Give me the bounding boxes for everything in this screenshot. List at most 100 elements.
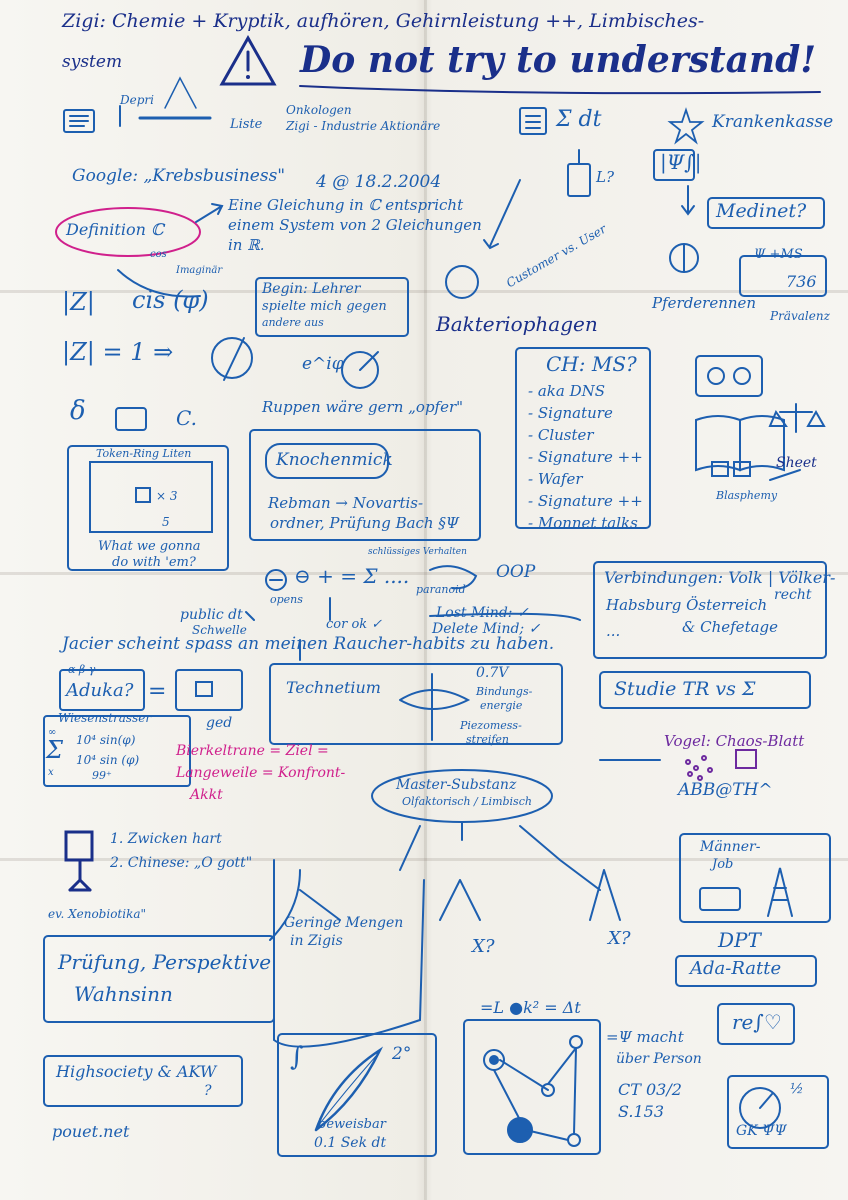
psi-box: [653, 149, 695, 181]
cup-icon: [115, 407, 147, 431]
beweisbar-label: beweisbar: [318, 1117, 386, 1132]
what-line1: What we gonna: [98, 539, 201, 554]
master-line1: Master-Substanz: [396, 777, 517, 793]
rupprecht-label: Ruppen wäre gern „opfer": [262, 398, 464, 416]
c-letter: C.: [176, 406, 197, 430]
psi-ms: Ψ +MS: [754, 247, 803, 262]
dice-icon: [711, 461, 729, 477]
unit-circle: [211, 337, 253, 379]
oop-label: OOP: [496, 562, 536, 582]
beginn-line1: Begin: Lehrer: [262, 281, 361, 297]
list-item: - Monnet talks: [528, 514, 638, 532]
chair-icon: [64, 830, 94, 892]
definition-oval: [55, 207, 201, 257]
bindung-line2: energie: [480, 699, 523, 712]
paper-fold: [0, 290, 848, 293]
bottle-icon: [567, 149, 591, 197]
warning-title: Do not try to understand!: [300, 39, 817, 81]
beginn-box: [255, 277, 409, 337]
document-icon: [519, 107, 547, 135]
re-heart-label: re∫♡: [732, 1010, 782, 1034]
pruefung-line2: Wahnsinn: [74, 982, 173, 1006]
knochenmick-title: Knochenmick: [276, 450, 393, 470]
five-label: 5: [162, 515, 170, 529]
list-item: - Signature: [528, 404, 613, 422]
what-line2: do with 'em?: [112, 555, 196, 570]
pruefung-line1: Prüfung, Perspektive: [58, 950, 272, 974]
tower-icon: [767, 867, 793, 917]
paranoid-label: paranoid: [416, 583, 466, 596]
verbindungen-line1: Verbindungen: Volk | Völker-: [604, 568, 836, 587]
psi-integral: |Ψ∫|: [660, 150, 702, 174]
psi-macht-line1: =Ψ macht: [606, 1028, 684, 1046]
pink-line2: Langeweile = Konfront-: [176, 765, 346, 781]
rebman-line1: Rebman → Novartis-: [268, 494, 424, 512]
definition-c: Definition ℂ: [66, 220, 164, 239]
paper-fold: [0, 572, 848, 575]
list-item: - Signature ++: [528, 492, 643, 510]
abs-z: |Z|: [62, 288, 95, 316]
flag-icon: [735, 749, 757, 769]
geringe-line1: Geringe Mengen: [284, 915, 404, 931]
token-ring-box: [67, 445, 229, 571]
lost-mind: Lost Mind: ✓: [436, 605, 529, 621]
graph-box: [463, 1019, 601, 1155]
psi-macht-line2: über Person: [616, 1051, 702, 1067]
integral-sign: ∫: [290, 1042, 304, 1072]
paper-fold: [0, 858, 848, 861]
times-three: × 3: [156, 489, 178, 503]
gk-label: GK ΨΨ: [736, 1123, 787, 1139]
list-icon: [63, 109, 95, 133]
list-item: - aka DNS: [528, 382, 606, 400]
number-736: 736: [786, 272, 817, 291]
unit-circle: [341, 351, 379, 389]
ged-label: ged: [206, 715, 233, 731]
wiesenstrasser-label: Wiesenstrasser: [58, 711, 152, 725]
beginn-line3: andere aus: [262, 316, 324, 329]
header-line2: system: [62, 52, 123, 72]
ada-box: [675, 955, 817, 987]
e-i-phi: e^iφ: [302, 354, 344, 374]
gleichung-line1: Eine Gleichung in ℂ entspricht: [228, 196, 464, 214]
google-label: Google: „Krebsbusiness": [72, 166, 286, 186]
imaginaer-label: Imaginär: [176, 265, 223, 276]
cos-label: cos: [150, 249, 167, 260]
integral-box: [277, 1033, 437, 1157]
piezo-line1: Piezomess-: [460, 719, 522, 732]
prevalence-box: [739, 255, 827, 297]
sum-lower: x: [48, 767, 54, 778]
fraction-bottom: 10⁴ sin (φ): [76, 753, 140, 767]
sum-formula: ⊖ + = Σ ....: [294, 564, 410, 588]
cor-ok: cor ok ✓: [326, 617, 383, 632]
rebman-line2: ordner, Prüfung Bach §Ψ: [270, 514, 460, 532]
dots-label: ...: [606, 622, 621, 640]
ch-ms-title: CH: MS?: [546, 352, 637, 376]
studie-box: [599, 671, 811, 709]
token-ring-title: Token-Ring Liten: [96, 447, 192, 460]
master-line2: Olfaktorisch / Limbisch: [402, 795, 532, 808]
l-question: L?: [596, 168, 615, 186]
ct-issue: CT 03/2: [618, 1080, 682, 1099]
vogel-label: Vogel: Chaos-Blatt: [664, 732, 805, 750]
technetium-box: [269, 663, 563, 745]
gleichung-line3: in ℝ.: [228, 236, 265, 254]
chair-line1: 1. Zwicken hart: [110, 831, 222, 847]
dpt-label: DPT: [718, 928, 761, 952]
knochenmick-box: [249, 429, 481, 541]
sheet-label: Sheet: [776, 455, 817, 471]
jacier-sentence: Jacier scheint spass an meinen Raucher-h…: [62, 634, 555, 654]
praevalenz-label: Prävalenz: [770, 309, 830, 323]
oo-box: [695, 355, 763, 397]
list-item: - Cluster: [528, 426, 594, 444]
habsburg-label: Habsburg Österreich: [606, 596, 768, 614]
liste-label: Liste: [230, 117, 263, 132]
sum-upper: ∞: [48, 727, 57, 738]
two-degrees: 2°: [392, 1044, 412, 1064]
abs-z-equals-one: |Z| = 1 ⇒: [62, 338, 174, 366]
gk-box: [727, 1075, 829, 1149]
beginn-line2: spielte mich gegen: [262, 299, 387, 314]
chaos-leaf-icon: [685, 755, 713, 781]
delta-symbol: δ: [70, 396, 86, 426]
